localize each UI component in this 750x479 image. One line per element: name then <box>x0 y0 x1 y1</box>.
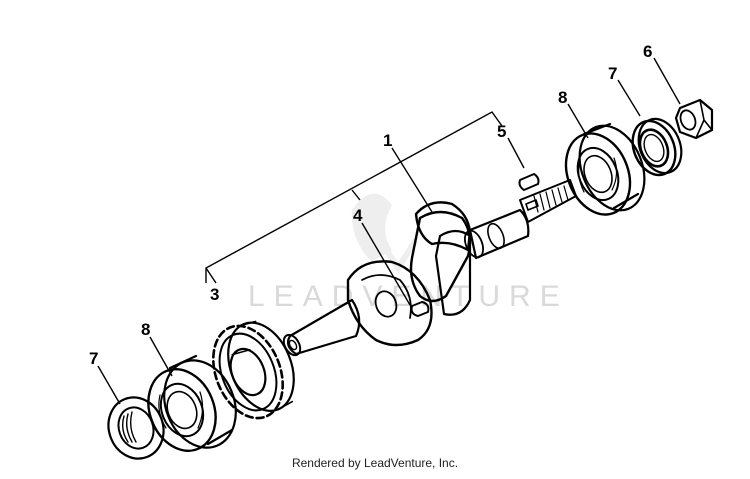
gear <box>212 320 295 420</box>
callouts: 1 4 3 5 6 7 8 8 7 <box>89 42 652 368</box>
nut <box>674 98 714 140</box>
woodruff-key <box>518 173 540 191</box>
callout-gear-key: 4 <box>353 206 363 225</box>
callout-seal-right: 7 <box>608 64 617 83</box>
callout-nut: 6 <box>643 42 652 61</box>
bearing-left <box>147 354 237 452</box>
callout-bearing-left: 8 <box>141 320 150 339</box>
seal-right <box>631 117 683 177</box>
bearing-right <box>564 122 646 216</box>
callout-crankshaft: 1 <box>383 131 392 150</box>
render-credit: Rendered by LeadVenture, Inc. <box>291 456 459 470</box>
watermark-logo-icon <box>351 193 419 274</box>
callout-seal-left: 7 <box>89 349 98 368</box>
callout-key-small: 5 <box>497 122 506 141</box>
leader-lines <box>97 57 681 405</box>
callout-bearing-right: 8 <box>558 88 567 107</box>
callout-gear-assembly: 3 <box>210 285 219 304</box>
